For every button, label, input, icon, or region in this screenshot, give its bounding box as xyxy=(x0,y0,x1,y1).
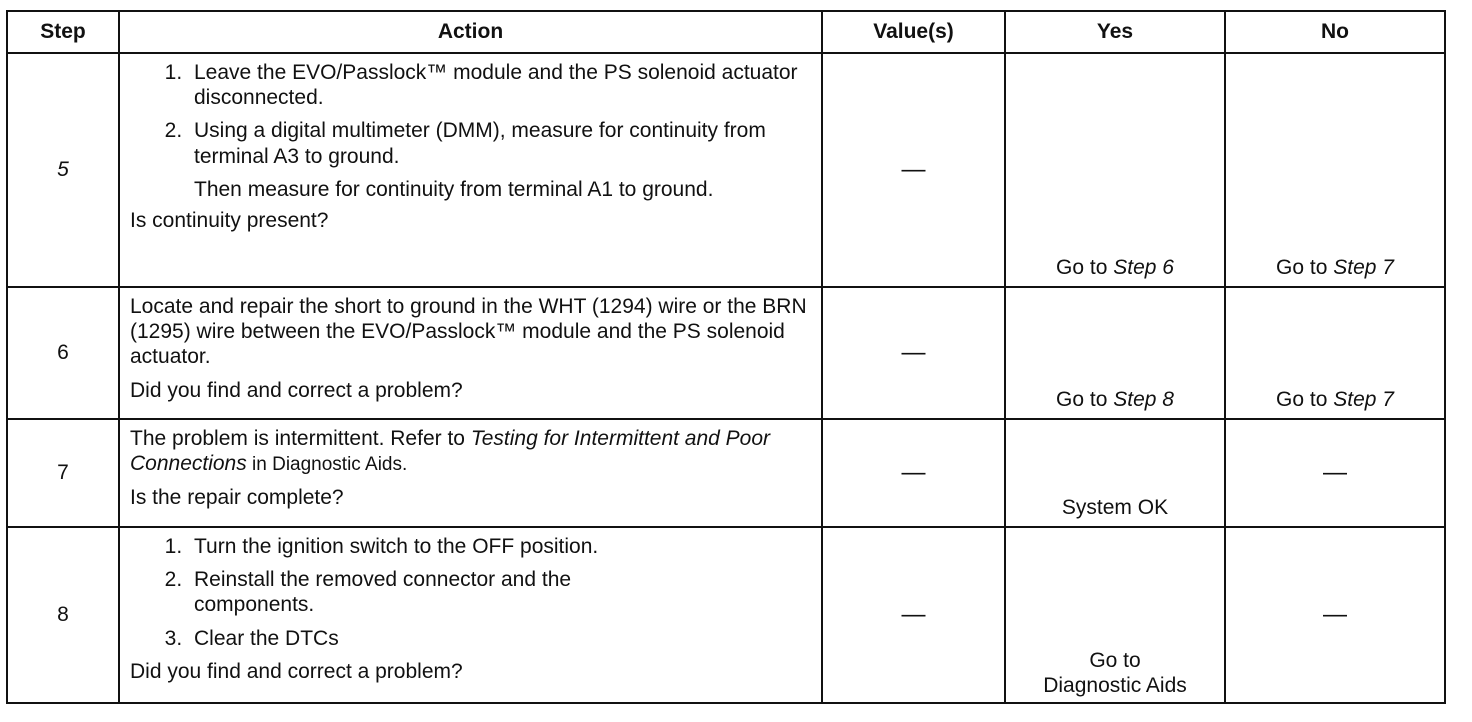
table-row-step-5: 5 Leave the EVO/Passlock™ module and the… xyxy=(6,52,1446,288)
action-list: Turn the ignition switch to the OFF posi… xyxy=(130,534,811,651)
step-number: 6 xyxy=(6,286,120,420)
step-number: 8 xyxy=(6,526,120,704)
table-row-step-7: 7 The problem is intermittent. Refer to … xyxy=(6,418,1446,528)
table-row-step-8: 8 Turn the ignition switch to the OFF po… xyxy=(6,526,1446,704)
header-step: Step xyxy=(6,10,120,54)
step-number: 7 xyxy=(6,418,120,528)
action-item: Reinstall the removed connector and the … xyxy=(188,567,811,617)
diagnostic-table: Step Action Value(s) Yes No 5 Leave the … xyxy=(6,10,1446,704)
yes-cell: Go to Step 8 xyxy=(1004,286,1226,420)
yes-step-ref: Step 8 xyxy=(1113,387,1174,411)
value-cell: — xyxy=(821,526,1006,704)
action-question: Did you find and correct a problem? xyxy=(130,378,463,402)
header-values: Value(s) xyxy=(821,10,1006,54)
action-cell: Leave the EVO/Passlock™ module and the P… xyxy=(118,52,823,288)
value-dash: — xyxy=(901,155,926,183)
value-dash: — xyxy=(901,600,926,628)
action-text: Locate and repair the short to ground in… xyxy=(130,295,807,369)
action-text-reference: Testing for Intermittent and Poor Connec… xyxy=(130,427,771,476)
action-question: Is continuity present? xyxy=(130,208,329,232)
action-item: Turn the ignition switch to the OFF posi… xyxy=(188,534,811,559)
value-cell: — xyxy=(821,418,1006,528)
no-dash: — xyxy=(1323,600,1347,628)
yes-prefix: Go to xyxy=(1056,387,1114,411)
header-action: Action xyxy=(118,10,823,54)
action-question: Is the repair complete? xyxy=(130,485,344,509)
value-dash: — xyxy=(901,458,926,486)
action-cell: Locate and repair the short to ground in… xyxy=(118,286,823,420)
yes-step-ref: Step 6 xyxy=(1113,255,1174,279)
action-cell: Turn the ignition switch to the OFF posi… xyxy=(118,526,823,704)
yes-cell: System OK xyxy=(1004,418,1226,528)
no-cell: — xyxy=(1224,418,1446,528)
yes-line-1: Go to xyxy=(1089,648,1141,672)
action-item: Clear the DTCs xyxy=(188,626,811,651)
action-question: Did you find and correct a problem? xyxy=(130,659,463,683)
action-note: Then measure for continuity from termina… xyxy=(194,177,714,201)
action-list: Leave the EVO/Passlock™ module and the P… xyxy=(130,60,811,169)
header-yes: Yes xyxy=(1004,10,1226,54)
value-cell: — xyxy=(821,286,1006,420)
yes-line-2: Diagnostic Aids xyxy=(1043,673,1187,697)
no-prefix: Go to xyxy=(1276,387,1334,411)
table-row-step-6: 6 Locate and repair the short to ground … xyxy=(6,286,1446,420)
action-text: The problem is intermittent. Refer to Te… xyxy=(130,426,811,477)
yes-cell: Go to Step 6 xyxy=(1004,52,1226,288)
no-prefix: Go to xyxy=(1276,255,1334,279)
no-cell: Go to Step 7 xyxy=(1224,52,1446,288)
value-cell: — xyxy=(821,52,1006,288)
no-dash: — xyxy=(1323,458,1347,486)
step-number: 5 xyxy=(6,52,120,288)
header-no: No xyxy=(1224,10,1446,54)
value-dash: — xyxy=(901,338,926,366)
action-item: Leave the EVO/Passlock™ module and the P… xyxy=(188,60,811,110)
no-step-ref: Step 7 xyxy=(1333,387,1394,411)
action-text-end: in Diagnostic Aids. xyxy=(246,454,408,476)
no-step-ref: Step 7 xyxy=(1333,255,1394,279)
no-cell: — xyxy=(1224,526,1446,704)
action-cell: The problem is intermittent. Refer to Te… xyxy=(118,418,823,528)
header-row: Step Action Value(s) Yes No xyxy=(6,10,1446,54)
action-item: Using a digital multimeter (DMM), measur… xyxy=(188,118,811,168)
action-text-start: The problem is intermittent. Refer to xyxy=(130,427,471,450)
yes-prefix: Go to xyxy=(1056,255,1114,279)
no-cell: Go to Step 7 xyxy=(1224,286,1446,420)
